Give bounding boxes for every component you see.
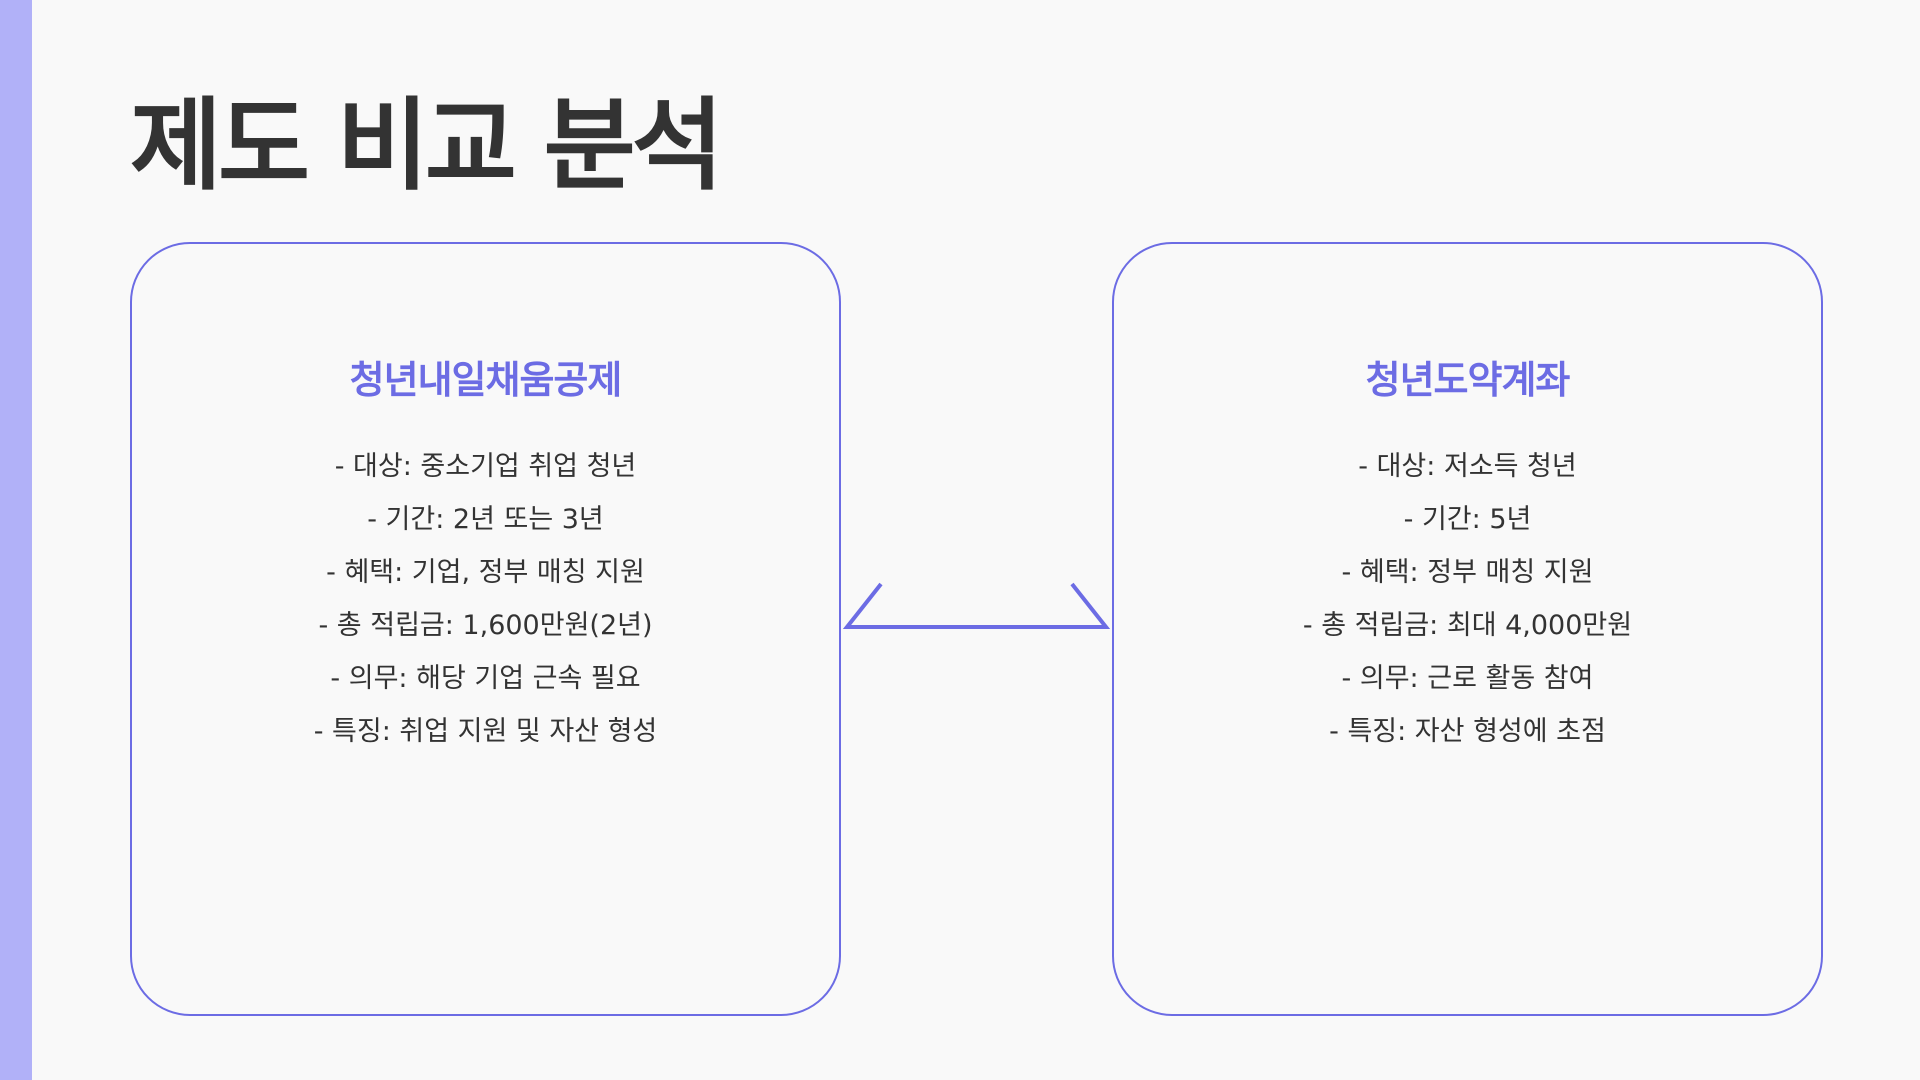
card-detail-list: - 대상: 저소득 청년 - 기간: 5년 - 혜택: 정부 매칭 지원 - 총… bbox=[1114, 440, 1821, 758]
card-detail-list: - 대상: 중소기업 취업 청년 - 기간: 2년 또는 3년 - 혜택: 기업… bbox=[132, 440, 839, 758]
card-detail-item: - 혜택: 기업, 정부 매칭 지원 bbox=[326, 557, 645, 588]
comparison-card-youth-tomorrow-fund: 청년내일채움공제 - 대상: 중소기업 취업 청년 - 기간: 2년 또는 3년… bbox=[130, 242, 841, 1016]
card-detail-item: - 기간: 2년 또는 3년 bbox=[367, 504, 604, 535]
card-detail-item: - 대상: 중소기업 취업 청년 bbox=[334, 451, 637, 482]
card-detail-item: - 특징: 취업 지원 및 자산 형성 bbox=[313, 716, 658, 747]
card-detail-item: - 총 적립금: 1,600만원(2년) bbox=[318, 610, 653, 641]
card-detail-item: - 의무: 근로 활동 참여 bbox=[1341, 663, 1594, 694]
card-title: 청년내일채움공제 bbox=[349, 358, 623, 402]
card-title: 청년도약계좌 bbox=[1365, 358, 1571, 402]
card-detail-item: - 대상: 저소득 청년 bbox=[1358, 451, 1577, 482]
comparison-card-youth-leap-account: 청년도약계좌 - 대상: 저소득 청년 - 기간: 5년 - 혜택: 정부 매칭… bbox=[1112, 242, 1823, 1016]
card-detail-item: - 특징: 자산 형성에 초점 bbox=[1329, 716, 1606, 747]
card-detail-item: - 의무: 해당 기업 근속 필요 bbox=[330, 663, 641, 694]
card-detail-item: - 혜택: 정부 매칭 지원 bbox=[1341, 557, 1594, 588]
card-detail-item: - 기간: 5년 bbox=[1403, 504, 1532, 535]
accent-bar bbox=[0, 0, 32, 1080]
page-title: 제도 비교 분석 bbox=[130, 87, 724, 204]
comparison-connector bbox=[842, 582, 1111, 629]
card-detail-item: - 총 적립금: 최대 4,000만원 bbox=[1302, 610, 1633, 641]
